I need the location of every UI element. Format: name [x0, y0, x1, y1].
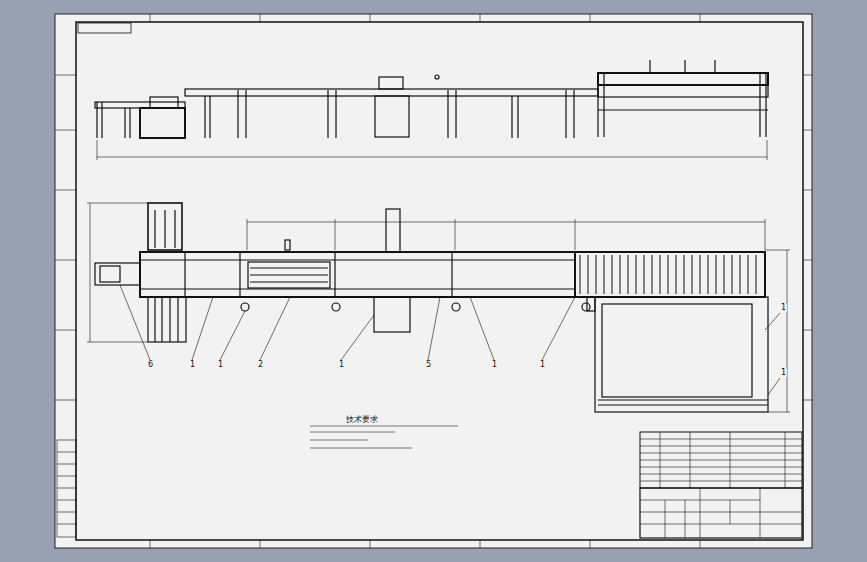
roller [756, 255, 757, 294]
roller [652, 255, 653, 294]
roller [692, 255, 693, 294]
roller [620, 255, 621, 294]
note-heading: 技术要求 [345, 416, 379, 424]
roller [700, 255, 701, 294]
roller [716, 255, 717, 294]
roller [580, 255, 581, 294]
callout-number: 1 [338, 361, 345, 369]
callout-number: 1 [780, 369, 787, 377]
roller [740, 255, 741, 294]
callout-number: 2 [257, 361, 264, 369]
roller [724, 255, 725, 294]
callout-number: 1 [539, 361, 546, 369]
callout-number: 1 [217, 361, 224, 369]
roller [604, 255, 605, 294]
roller [708, 255, 709, 294]
roller [684, 255, 685, 294]
callout-number: 6 [147, 361, 154, 369]
roller [676, 255, 677, 294]
roller [748, 255, 749, 294]
roller [644, 255, 645, 294]
roller [636, 255, 637, 294]
roller [612, 255, 613, 294]
roller [628, 255, 629, 294]
roller [596, 255, 597, 294]
callout-number: 1 [780, 304, 787, 312]
roller [732, 255, 733, 294]
roller [660, 255, 661, 294]
roller [588, 255, 589, 294]
callout-number: 1 [189, 361, 196, 369]
callout-number: 1 [491, 361, 498, 369]
roller [668, 255, 669, 294]
callout-number: 5 [425, 361, 432, 369]
